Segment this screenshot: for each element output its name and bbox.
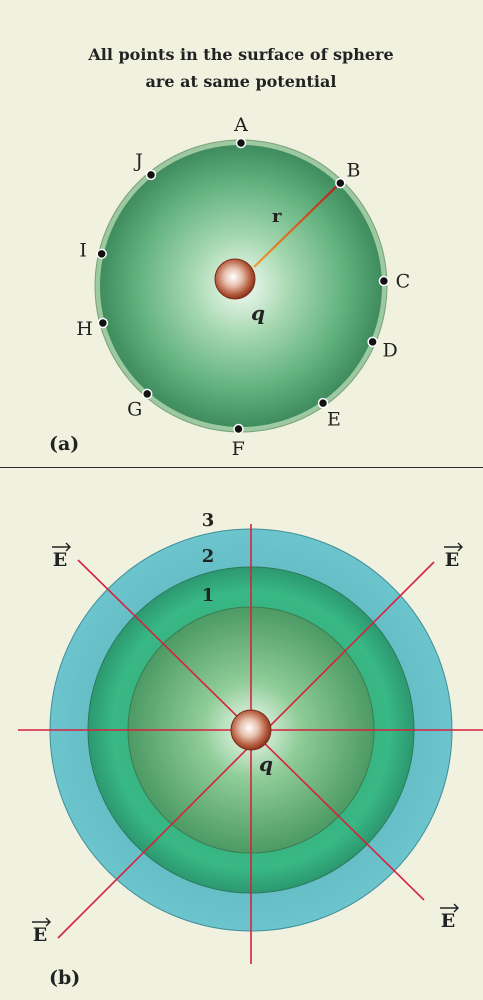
panel-b-svg: 3 2 1 q E E E E (b) <box>0 468 483 1000</box>
point-label: J <box>133 150 143 172</box>
point-label: B <box>347 159 361 181</box>
point-label: F <box>232 438 245 460</box>
point-label: C <box>396 270 411 292</box>
surface-point-e: E <box>319 399 341 431</box>
field-vector-bottom-left: E <box>32 918 50 946</box>
point-label: A <box>233 114 248 136</box>
surface-point-g: G <box>127 389 152 420</box>
point-dot <box>147 170 156 179</box>
title-line-2: are at same potential <box>146 72 337 91</box>
charge-label-b: q <box>259 752 273 776</box>
point-label: G <box>127 398 142 420</box>
radius-label: r <box>272 206 282 227</box>
shell-label-2: 2 <box>202 546 215 567</box>
point-dot <box>319 399 328 408</box>
point-dot <box>97 249 106 258</box>
panel-label-a: (a) <box>49 433 79 455</box>
field-vector-label: E <box>33 924 47 946</box>
shell-label-3: 3 <box>202 510 215 531</box>
surface-point-j: J <box>133 150 155 179</box>
charge-label: q <box>251 301 265 325</box>
point-charge-b <box>231 710 271 750</box>
point-label: I <box>79 240 87 262</box>
title-line-1: All points in the surface of sphere <box>87 45 393 64</box>
field-vector-label: E <box>441 910 455 932</box>
field-vector-bottom-right: E <box>440 904 458 932</box>
shell-label-1: 1 <box>202 585 215 606</box>
point-dot <box>379 277 388 286</box>
point-dot <box>336 179 345 188</box>
panel-a: All points in the surface of sphere are … <box>0 0 483 468</box>
field-vector-top-left: E <box>52 543 70 571</box>
field-vector-label: E <box>445 549 459 571</box>
point-label: D <box>383 339 398 361</box>
field-vector-top-right: E <box>444 543 462 571</box>
panel-b: 3 2 1 q E E E E (b) <box>0 468 483 1000</box>
point-dot <box>234 424 243 433</box>
field-vector-label: E <box>53 549 67 571</box>
point-dot <box>237 139 246 148</box>
point-dot <box>368 337 377 346</box>
surface-point-f: F <box>232 424 245 459</box>
surface-point-b: B <box>336 159 361 187</box>
point-label: E <box>327 409 341 431</box>
point-charge <box>215 259 255 299</box>
panel-label-b: (b) <box>49 967 80 989</box>
point-label: H <box>76 318 93 340</box>
point-dot <box>98 319 107 328</box>
point-dot <box>143 389 152 398</box>
panel-a-svg: All points in the surface of sphere are … <box>0 0 483 468</box>
